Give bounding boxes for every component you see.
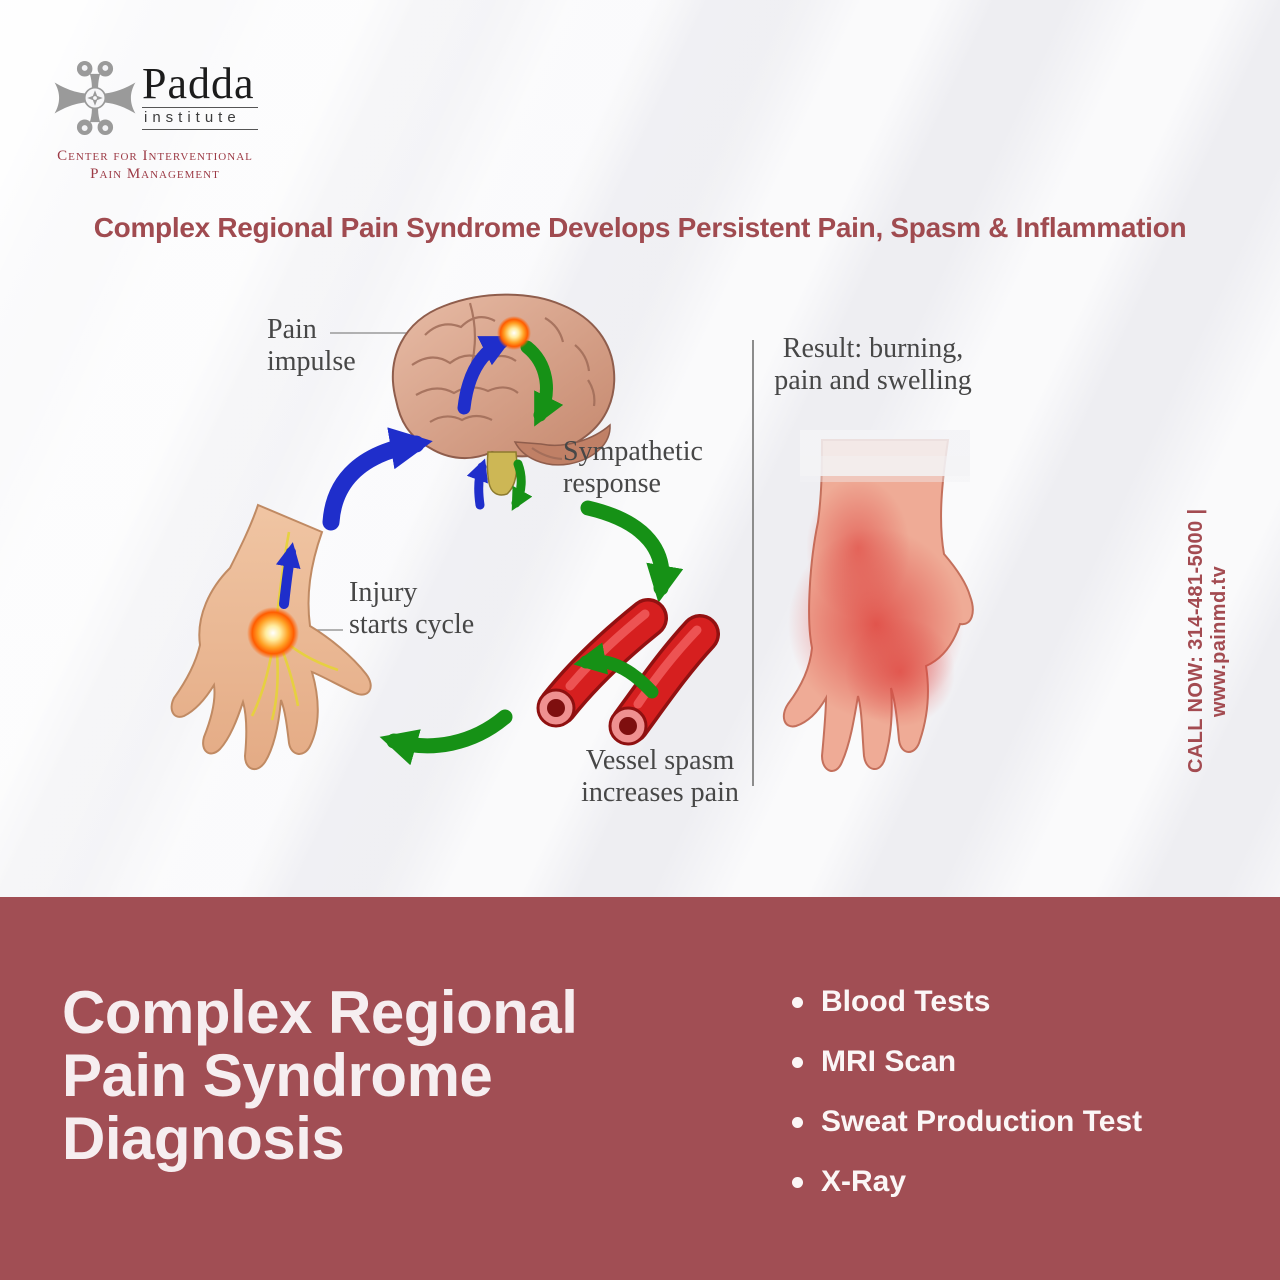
sympathetic-line1: Sympathetic: [563, 436, 703, 467]
result-line2: pain and swelling: [774, 365, 972, 396]
injury-line2: starts cycle: [349, 609, 475, 640]
vessel-spasm-label: Vessel spasm increases pain: [540, 745, 780, 809]
injured-hand-icon: [170, 503, 372, 771]
vessel-line2: increases pain: [581, 777, 739, 808]
list-item: Blood Tests: [792, 985, 1142, 1019]
footer-band: Complex Regional Pain Syndrome Diagnosis…: [0, 897, 1280, 1280]
logo-tagline-line1: Center for Interventional: [57, 148, 253, 164]
blood-vessels-icon: [536, 598, 720, 746]
bullet-label: MRI Scan: [821, 1045, 957, 1078]
logo-subname: institute: [142, 108, 258, 130]
result-label: Result: burning, pain and swelling: [758, 333, 988, 397]
arrow-vessel-to-hand-icon: [379, 709, 513, 766]
logo-tagline-line2: Pain Management: [90, 166, 220, 182]
pain-impulse-label: Pain impulse: [267, 314, 356, 378]
bullet-label: Sweat Production Test: [821, 1105, 1143, 1138]
arrow-brain-to-vessel-icon: [580, 500, 684, 603]
brain-icon: [391, 293, 616, 496]
crps-cycle-illustration: [170, 293, 974, 786]
arrow-pain-up-icon: [457, 335, 514, 415]
arrow-hand-to-brain-icon: [322, 427, 433, 531]
list-item: Sweat Production Test: [792, 1105, 1142, 1139]
swollen-hand-icon: [782, 430, 974, 772]
list-item: X-Ray: [792, 1165, 1142, 1199]
bullet-label: Blood Tests: [821, 985, 991, 1018]
bullet-dot-icon: [792, 1056, 803, 1068]
sympathetic-response-label: Sympathetic response: [563, 436, 703, 500]
footer-title: Complex Regional Pain Syndrome Diagnosis: [62, 979, 578, 1172]
arrow-vessel-spasm-icon: [573, 642, 659, 699]
logo-tagline: Center for Interventional Pain Managemen…: [52, 147, 258, 183]
footer-title-line1: Complex Regional: [62, 979, 578, 1046]
list-item: MRI Scan: [792, 1045, 1142, 1079]
arrow-nerve-up-icon: [275, 542, 301, 609]
pain-impulse-line1: Pain: [267, 314, 317, 345]
padda-institute-logo: Padda institute Center for Interventiona…: [52, 58, 262, 183]
bullet-dot-icon: [792, 1176, 803, 1188]
sympathetic-line2: response: [563, 468, 661, 499]
result-line1: Result: burning,: [782, 333, 964, 364]
arrow-stem-up-icon: [466, 458, 488, 510]
injury-glow-icon: [247, 607, 299, 659]
vessel-line1: Vessel spasm: [585, 745, 735, 776]
arrow-stem-down-icon: [511, 459, 533, 511]
cross-logo-icon: [54, 61, 136, 135]
pain-glow-icon: [497, 316, 531, 350]
diagnosis-bullet-list: Blood Tests MRI Scan Sweat Production Te…: [792, 985, 1142, 1225]
pain-impulse-line2: impulse: [267, 346, 356, 377]
bullet-dot-icon: [792, 1116, 803, 1128]
footer-title-line2: Pain Syndrome: [62, 1042, 493, 1109]
arrow-response-down-icon: [520, 340, 564, 427]
bullet-dot-icon: [792, 996, 803, 1008]
footer-title-line3: Diagnosis: [62, 1105, 345, 1172]
headline: Complex Regional Pain Syndrome Develops …: [93, 212, 1187, 243]
logo-name: Padda: [142, 62, 258, 108]
injury-line1: Injury: [349, 577, 418, 608]
bullet-label: X-Ray: [821, 1165, 907, 1198]
call-now-sidebar: CALL NOW: 314-481-5000 | www.painmd.tv: [1185, 508, 1230, 774]
injury-starts-cycle-label: Injury starts cycle: [349, 577, 474, 641]
